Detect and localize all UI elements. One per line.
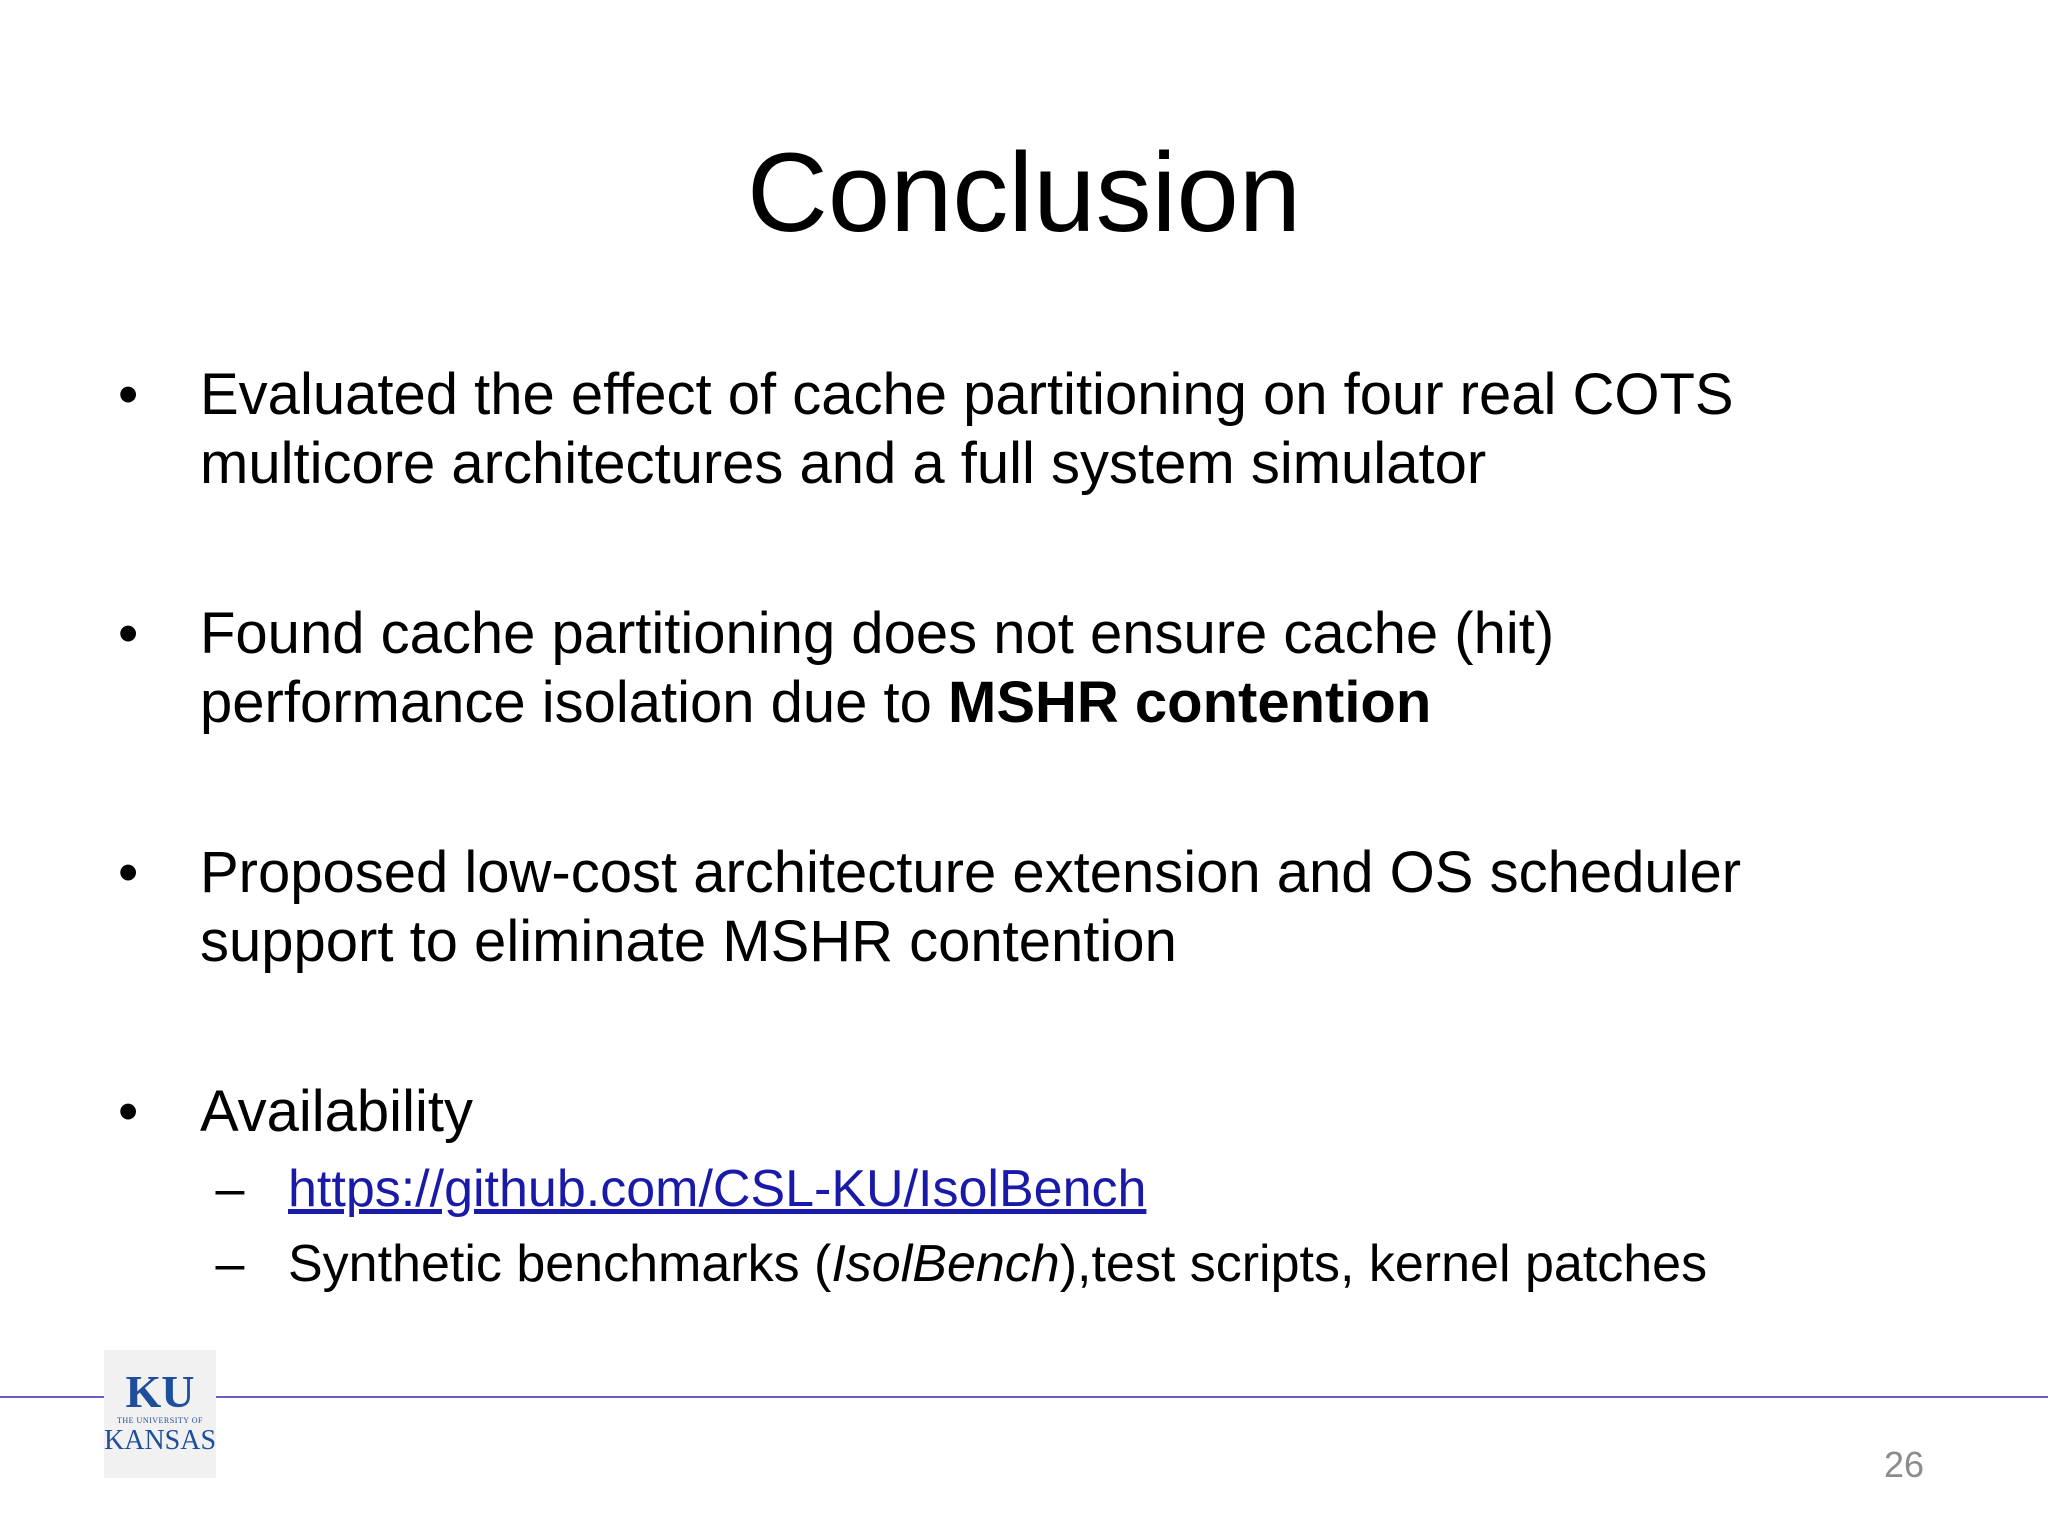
- footer-divider: [0, 1396, 2048, 1398]
- bullet-text-line2-prefix: performance isolation due to: [200, 670, 948, 735]
- bullet-item-found: • Found cache partitioning does not ensu…: [118, 599, 1978, 737]
- sub-list: – https://github.com/CSL-KU/IsolBench – …: [200, 1152, 1978, 1302]
- logo-letters: KU: [125, 1366, 195, 1417]
- sub-text-prefix: Synthetic benchmarks (: [288, 1235, 832, 1293]
- sub-text-italic: IsolBench: [831, 1235, 1060, 1293]
- bullet-item-availability: • Availability – https://github.com/CSL-…: [118, 1077, 1978, 1302]
- github-link[interactable]: https://github.com/CSL-KU/IsolBench: [288, 1160, 1147, 1218]
- bullet-icon: •: [118, 1079, 139, 1144]
- bullet-list: • Evaluated the effect of cache partitio…: [118, 360, 1978, 1302]
- bullet-icon: •: [118, 362, 139, 427]
- bullet-item-proposed: • Proposed low-cost architecture extensi…: [118, 838, 1978, 976]
- bullet-icon: •: [118, 601, 139, 666]
- bullet-item-evaluated: • Evaluated the effect of cache partitio…: [118, 360, 1978, 498]
- bullet-text-line1: Proposed low-cost architecture extension…: [200, 840, 1742, 905]
- dash-icon: –: [215, 1235, 245, 1293]
- page-number: 26: [1883, 1444, 1924, 1485]
- slide-title: Conclusion: [746, 130, 1302, 255]
- logo-small-text: THE UNIVERSITY OF: [117, 1416, 203, 1425]
- bullet-icon: •: [118, 840, 139, 905]
- sub-item-benchmarks: – Synthetic benchmarks (IsolBench),test …: [200, 1227, 1978, 1302]
- bullet-text-line1: Availability: [200, 1079, 473, 1144]
- bullet-text-bold: MSHR contention: [948, 670, 1432, 735]
- bullet-text-line1: Evaluated the effect of cache partitioni…: [200, 362, 1734, 427]
- bullet-text-line2: support to eliminate MSHR contention: [200, 909, 1177, 974]
- sub-text-suffix: ),test scripts, kernel patches: [1059, 1235, 1708, 1293]
- logo-name: KANSAS: [104, 1425, 217, 1456]
- ku-logo-icon: KU THE UNIVERSITY OF KANSAS: [104, 1350, 216, 1478]
- bullet-text-line2: multicore architectures and a full syste…: [200, 431, 1487, 496]
- sub-item-link: – https://github.com/CSL-KU/IsolBench: [200, 1152, 1978, 1227]
- dash-icon: –: [215, 1160, 245, 1218]
- bullet-text-line1: Found cache partitioning does not ensure…: [200, 601, 1555, 666]
